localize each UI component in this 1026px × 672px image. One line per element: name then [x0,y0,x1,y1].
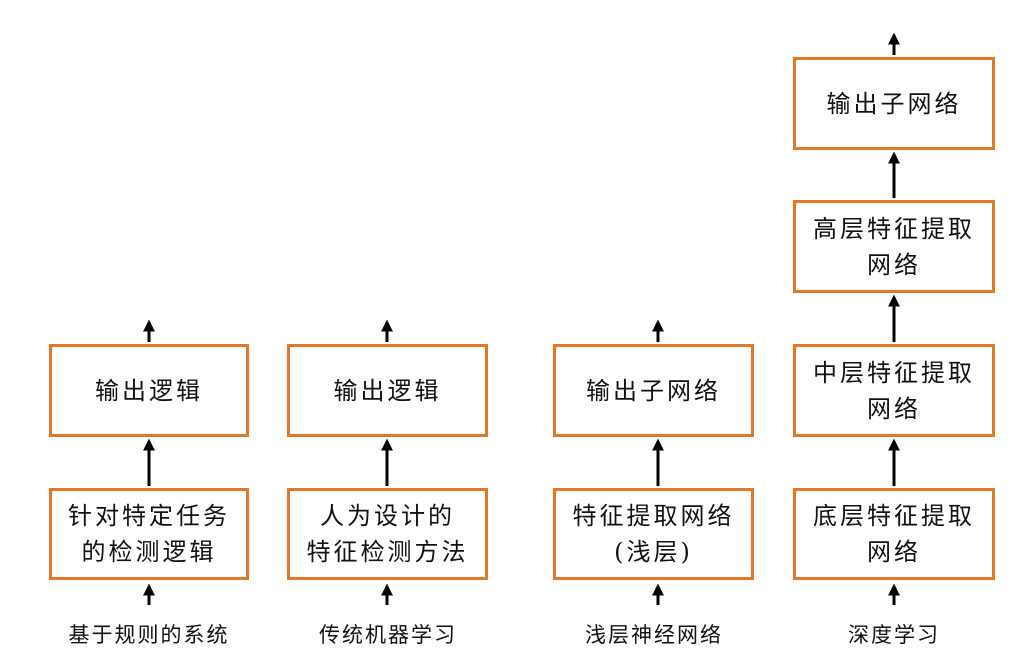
col2-box-output-logic-text: 输出逻辑 [333,376,442,405]
col2-box-output-logic: 输出逻辑 [287,344,488,437]
col4-box-low-level-text: 底层特征提取 网络 [813,502,975,566]
col2-box-feature-method: 人为设计的 特征检测方法 [287,488,488,580]
col1-box-detection-logic: 针对特定任务 的检测逻辑 [49,488,249,580]
col4-box-high-level: 高层特征提取 网络 [793,200,995,293]
col3-box-feature-network-text: 特征提取网络 (浅层) [572,502,735,566]
col4-box-mid-level-text: 中层特征提取 网络 [813,358,975,423]
col1-box-detection-logic-text: 针对特定任务 的检测逻辑 [68,502,230,566]
col4-box-high-level-text: 高层特征提取 网络 [813,214,975,279]
col4-box-output-subnet: 输出子网络 [793,57,995,150]
col1-box-output-logic: 输出逻辑 [49,344,249,437]
col4-label: 深度学习 [848,623,940,647]
col3-box-output-subnet-text: 输出子网络 [586,376,721,405]
col4-box-output-subnet-text: 输出子网络 [826,89,962,118]
col1-box-output-logic-text: 输出逻辑 [95,376,203,405]
col1-label: 基于规则的系统 [68,623,230,647]
col3-box-feature-network: 特征提取网络 (浅层) [553,488,754,580]
col4-box-low-level: 底层特征提取 网络 [793,488,995,580]
col4-box-mid-level: 中层特征提取 网络 [793,344,995,437]
col2-label: 传统机器学习 [319,623,457,647]
col3-label: 浅层神经网络 [585,623,723,647]
col3-box-output-subnet: 输出子网络 [553,344,754,437]
col2-box-feature-method-text: 人为设计的 特征检测方法 [306,502,469,566]
